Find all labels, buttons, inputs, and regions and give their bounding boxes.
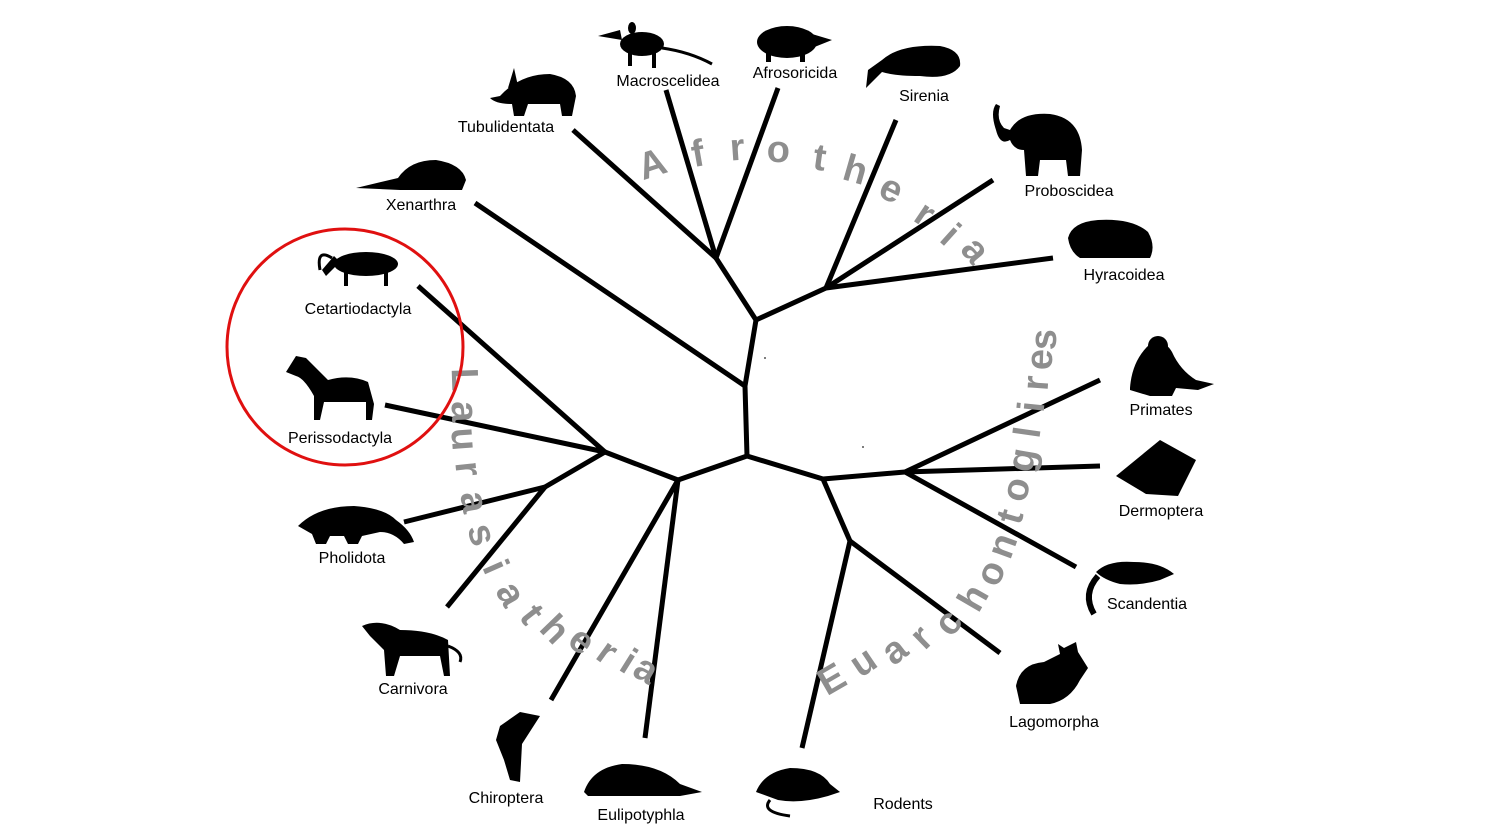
taxon-label-chiroptera: Chiroptera <box>469 790 544 807</box>
clade-euarch-letter: r <box>1015 374 1058 392</box>
elephant-shrew-icon <box>598 22 713 68</box>
branch-glires-stem <box>820 478 853 542</box>
taxon-label-primates: Primates <box>1129 402 1192 419</box>
taxon-label-cetartiodactyla: Cetartiodactyla <box>305 301 412 318</box>
taxon-label-macroscelidea: Macroscelidea <box>616 73 719 90</box>
taxon-label-lagomorpha: Lagomorpha <box>1009 714 1099 731</box>
tenrec-icon <box>757 26 832 62</box>
branch-euarch-inner <box>822 469 906 482</box>
clade-euarch-letter: t <box>989 504 1033 528</box>
branch-cetartiodactyla <box>416 284 607 454</box>
taxon-label-proboscidea: Proboscidea <box>1025 183 1114 200</box>
aardvark-icon <box>490 68 576 116</box>
speck-dot <box>764 357 766 359</box>
clade-euarch-letter: s <box>1023 328 1066 351</box>
clade-afro-letter: A <box>633 140 672 188</box>
branch-proboscidea <box>824 177 995 291</box>
rabbit-icon <box>1016 642 1088 704</box>
branch-macroscelidea <box>663 89 719 259</box>
taxon-labels: Macroscelidea Afrosoricida Sirenia Probo… <box>288 65 1203 824</box>
taxon-label-xenarthra: Xenarthra <box>386 197 456 214</box>
manatee-icon <box>866 45 961 88</box>
taxon-label-afrosoricida: Afrosoricida <box>753 65 838 82</box>
taxon-label-carnivora: Carnivora <box>378 681 447 698</box>
armadillo-icon <box>356 160 466 190</box>
branch-dermoptera <box>904 463 1101 475</box>
branch-tubulidentata <box>571 128 718 260</box>
clade-laura-letter: a <box>487 574 534 614</box>
branch-pholidota <box>403 484 546 525</box>
branch-euarch-stem <box>746 453 824 482</box>
clade-laura-letter: a <box>451 488 496 517</box>
pangolin-icon <box>298 506 414 544</box>
ibex-icon <box>317 252 398 286</box>
branch-paen-stem <box>754 285 828 323</box>
taxon-label-perissodactyla: Perissodactyla <box>288 430 392 447</box>
taxon-label-pholidota: Pholidota <box>319 550 386 567</box>
branch-feræ-stem <box>543 449 607 490</box>
clade-laura-letter: r <box>446 459 489 478</box>
branch-hyracoidea <box>825 255 1054 291</box>
tree-branches <box>384 87 1102 749</box>
branch-perissodactyla <box>384 402 606 455</box>
branch-laura-inner <box>604 449 679 483</box>
hyrax-icon <box>1068 219 1153 258</box>
clade-euarch-letter: o <box>993 474 1039 505</box>
rat-icon <box>756 768 840 818</box>
clade-afro-letter: r <box>728 127 746 170</box>
clade-laura-letter: L <box>443 367 486 392</box>
clade-euarch-letter: c <box>925 601 971 644</box>
branch-rodents <box>799 540 853 749</box>
branch-lagomorpha <box>848 538 1002 656</box>
branch-afro-stem <box>713 256 759 322</box>
treeshrew-icon <box>1085 561 1174 616</box>
clade-euarch-letter: i <box>1011 399 1054 414</box>
branch-primates <box>903 377 1102 475</box>
primate-icon <box>1130 336 1214 396</box>
horse-icon <box>286 356 374 420</box>
taxon-label-sirenia: Sirenia <box>899 88 949 105</box>
clade-euarch-letter: e <box>1019 348 1062 371</box>
taxon-label-hyracoidea: Hyracoidea <box>1084 267 1165 284</box>
speck-dot <box>862 446 864 448</box>
taxon-label-scandentia: Scandentia <box>1107 596 1187 613</box>
branch-scandentia <box>903 469 1078 570</box>
clade-afro-letter: t <box>810 136 829 179</box>
clade-euarch-letter: E <box>811 655 854 704</box>
elephant-icon <box>993 104 1082 176</box>
clade-laura-letter: i <box>474 554 517 581</box>
bat-icon <box>496 712 540 782</box>
clade-laura-letter: u <box>442 426 486 452</box>
taxon-label-dermoptera: Dermoptera <box>1119 503 1204 520</box>
branch-eulipotyphla <box>642 479 681 739</box>
highlight-circle <box>225 227 465 467</box>
taxon-label-rodents: Rodents <box>873 796 933 813</box>
branch-sirenia <box>823 119 899 289</box>
clade-afro-letter: o <box>766 129 791 172</box>
shrew-icon <box>584 764 702 796</box>
clade-euarch-letter: l <box>1007 424 1050 440</box>
clade-afro-letter: e <box>873 166 910 213</box>
cat-icon <box>362 622 463 676</box>
branch-chiroptera <box>548 478 681 702</box>
clade-laura-letter: a <box>443 400 486 423</box>
taxon-label-eulipotyphla: Eulipotyphla <box>597 807 684 824</box>
branch-laura-stem <box>677 453 748 483</box>
branch-afrosoricida <box>713 87 781 259</box>
branch-backbone <box>742 319 759 457</box>
branch-xenarthra <box>473 200 747 389</box>
taxon-label-tubulidentata: Tubulidentata <box>458 119 554 136</box>
animal-silhouettes <box>286 22 1214 818</box>
branch-carnivora <box>445 485 547 609</box>
colugo-icon <box>1116 440 1196 496</box>
